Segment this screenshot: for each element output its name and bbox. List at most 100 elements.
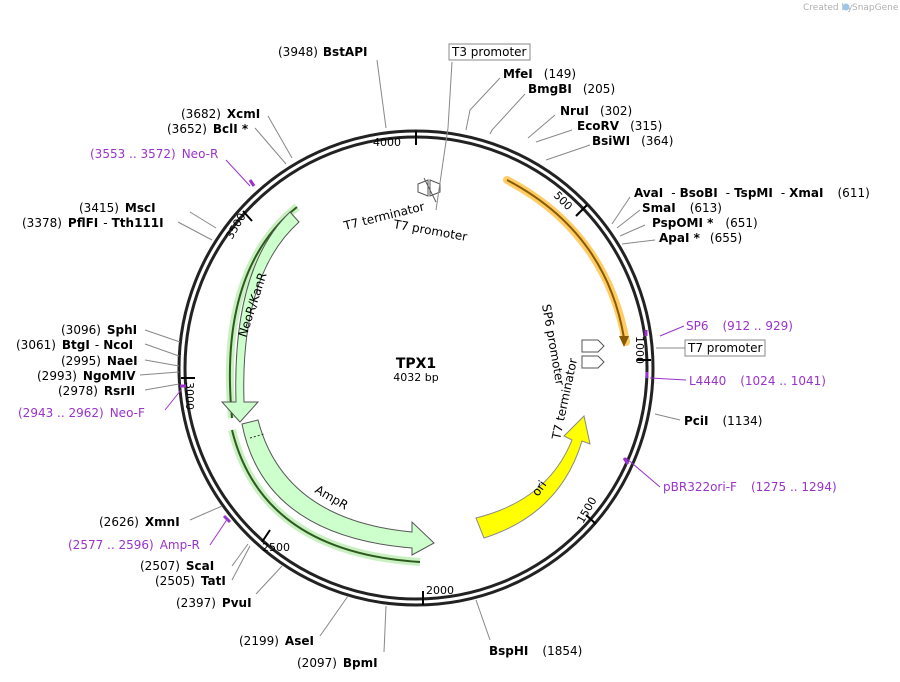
site-rsrii: (2978)RsrII — [58, 384, 135, 398]
site-pos: (2995) — [61, 354, 101, 368]
tick-label: 1000 — [633, 336, 646, 364]
plasmid-name: TPX1 — [396, 356, 436, 372]
t7-promoter-label: T7 promoter — [687, 341, 763, 355]
t7-promoter-top-label: T7 promoter — [391, 217, 468, 244]
leader-line — [489, 93, 526, 135]
site-name: NruI — [560, 104, 589, 118]
site-name: XmnI — [145, 515, 180, 529]
site-bmgbi: BmgBI (205) — [528, 82, 615, 96]
primer-name: L4440 — [689, 374, 726, 388]
primer-neor: (3553 .. 3572) Neo-R — [90, 147, 218, 161]
primer-leader — [625, 457, 661, 488]
primer-name: Neo-R — [182, 147, 219, 161]
tick-label: 4000 — [373, 136, 401, 149]
site-ecorv: EcoRV(315) — [577, 119, 662, 133]
primer-range: (1024 .. 1041) — [740, 374, 826, 388]
site-pcii: PciI(1134) — [684, 414, 762, 428]
site-name: Tth111I — [112, 216, 164, 230]
primer-mark — [222, 514, 232, 524]
site-pos: (655) — [710, 231, 742, 245]
site-pos: (364) — [641, 134, 673, 148]
primer-name: pBR322ori-F — [663, 480, 737, 494]
leader-line — [621, 239, 656, 245]
site-pspomi: PspOMI * (651) — [652, 216, 758, 230]
site-name: TatI — [201, 574, 226, 588]
site-name: PspOMI * — [652, 216, 714, 230]
site-pos: (2993) — [37, 369, 77, 383]
site-name: SphI — [107, 323, 137, 337]
site-smai: SmaI(613) — [642, 201, 722, 215]
site-pvui: (2397)PvuI — [176, 596, 252, 610]
site-name: BmgBI — [528, 82, 572, 96]
amp-outline-arc — [231, 429, 421, 563]
leader-line — [144, 343, 180, 357]
leader-line — [144, 359, 180, 367]
site-pos: (2507) — [140, 559, 180, 573]
primer-range: (2943 .. 2962) — [18, 406, 104, 420]
site-name: AseI — [285, 634, 314, 648]
site-name: NcoI — [103, 338, 133, 352]
primer-neof: (2943 .. 2962)Neo-F — [18, 406, 145, 420]
site-pos: (3682) — [181, 107, 221, 121]
site-pos: (2505) — [155, 574, 195, 588]
primer-mark — [622, 457, 630, 465]
leader-line — [527, 114, 556, 139]
site-pos: (3652) — [167, 122, 207, 136]
leader-line — [267, 115, 293, 159]
site-pos: (2199) — [239, 634, 279, 648]
tick-mark — [575, 204, 588, 217]
primer-pbr322ori: pBR322ori-F(1275 .. 1294) — [663, 480, 837, 494]
leader-line — [254, 127, 287, 165]
site-name: BspHI — [489, 644, 528, 658]
site-name: BtgI — [62, 338, 90, 352]
site-ngomiv: (2993)NgoMIV — [37, 369, 136, 383]
site-name: AvaI — [634, 186, 663, 200]
site-pos: (3948) — [278, 45, 318, 59]
site-pos: (205) — [583, 82, 615, 96]
site-pos: (2978) — [58, 384, 98, 398]
leader-line — [139, 371, 180, 376]
primer-leader — [649, 377, 687, 381]
site-bstapi: (3948) BstAPI — [278, 45, 367, 59]
leader-line — [435, 61, 453, 211]
primer-ampr: (2577 .. 2596)Amp-R — [68, 538, 200, 552]
site-name: XcmI — [227, 107, 260, 121]
sp6-glyph — [581, 339, 605, 369]
site-pos: (3415) — [79, 201, 119, 215]
site-bsiwi: BsiWI (364) — [592, 134, 673, 148]
primer-leader — [659, 325, 685, 337]
site-name: BsoBI — [680, 186, 718, 200]
site-name: SmaI — [642, 201, 676, 215]
site-name: BsiWI — [592, 134, 630, 148]
t3-promoter-box — [448, 43, 531, 61]
tick-label: 3000 — [183, 382, 196, 410]
site-name: EcoRV — [577, 119, 620, 133]
site-pos: (2397) — [176, 596, 216, 610]
site-pos: (651) — [725, 216, 757, 230]
primer-leader — [209, 517, 229, 546]
site-pos: (3061) — [16, 338, 56, 352]
leader-line — [231, 543, 249, 567]
site-btgi-group: (3061)BtgI-NcoI — [16, 338, 133, 352]
primer-l4440: L4440 (1024 .. 1041) — [689, 374, 826, 388]
leader-line — [535, 129, 573, 143]
site-scai: (2507)ScaI — [140, 559, 214, 573]
site-name: BclI * — [213, 122, 249, 136]
site-tati: (2505) TatI — [155, 574, 226, 588]
tick-label: 2500 — [262, 541, 290, 554]
leader-line — [376, 59, 387, 129]
site-name: BstAPI — [323, 45, 368, 59]
primer-range: (3553 .. 3572) — [90, 147, 176, 161]
primer-mark — [248, 179, 256, 187]
site-name: TspMI — [734, 186, 773, 200]
site-name: MscI — [125, 201, 156, 215]
site-msci: (3415) MscI — [79, 201, 156, 215]
leader-line — [654, 413, 681, 421]
leader-line — [231, 545, 251, 581]
primer-leader — [164, 389, 182, 411]
site-name: NaeI — [107, 354, 138, 368]
snapgene-logo-icon — [842, 3, 850, 11]
neokan-arrow — [220, 211, 300, 423]
site-pos: (3378) — [22, 216, 62, 230]
